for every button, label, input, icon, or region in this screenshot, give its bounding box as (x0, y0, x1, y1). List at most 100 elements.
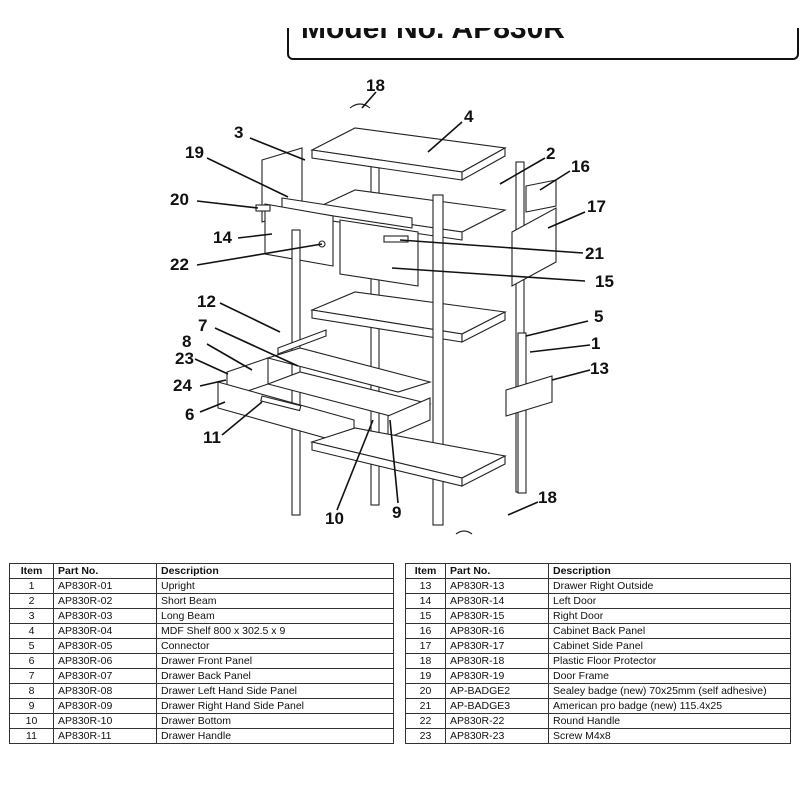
cell-description: Long Beam (156, 608, 394, 624)
cell-part-no: AP830R-07 (53, 668, 157, 684)
drawer-runner-left (277, 329, 327, 355)
cell-item: 15 (405, 608, 446, 624)
callout-10: 10 (325, 509, 344, 528)
badge-sealey (255, 204, 271, 212)
callout-21: 21 (585, 244, 604, 263)
callout-9: 9 (392, 503, 401, 522)
header-item: Item (405, 563, 446, 579)
callout-20: 20 (170, 190, 189, 209)
cell-description: American pro badge (new) 115.4x25 (548, 698, 791, 714)
cell-description: Connector (156, 638, 394, 654)
cell-item: 18 (405, 653, 446, 669)
table-header-row: Item Part No. Description (9, 563, 394, 579)
cell-item: 6 (9, 653, 54, 669)
cell-item: 8 (9, 683, 54, 699)
cell-description: Right Door (548, 608, 791, 624)
cell-description: MDF Shelf 800 x 302.5 x 9 (156, 623, 394, 639)
cell-item: 16 (405, 623, 446, 639)
page-bottom-margin (0, 756, 800, 800)
callout-8: 8 (182, 332, 191, 351)
cell-item: 1 (9, 578, 54, 594)
cabinet-back-panel-right (525, 179, 557, 213)
callout-12: 12 (197, 292, 216, 311)
cell-part-no: AP830R-08 (53, 683, 157, 699)
header-item: Item (9, 563, 54, 579)
callout-11: 11 (203, 428, 221, 447)
cell-description: Sealey badge (new) 70x25mm (self adhesiv… (548, 683, 791, 699)
callout-24: 24 (173, 376, 192, 395)
cell-description: Drawer Bottom (156, 713, 394, 729)
cell-part-no: AP830R-05 (53, 638, 157, 654)
cell-item: 21 (405, 698, 446, 714)
cell-description: Left Door (548, 593, 791, 609)
cell-description: Drawer Back Panel (156, 668, 394, 684)
callout-16: 16 (571, 157, 590, 176)
cell-description: Cabinet Back Panel (548, 623, 791, 639)
callout-14: 14 (213, 228, 232, 247)
drawer-handle (260, 395, 302, 412)
upright-front-center (432, 194, 444, 526)
callout-3: 3 (234, 123, 243, 142)
cell-item: 11 (9, 728, 54, 744)
callout-23: 23 (175, 349, 194, 368)
header-part-no: Part No. (445, 563, 549, 579)
cell-description: Round Handle (548, 713, 791, 729)
badge-american-pro (383, 235, 409, 243)
cell-item: 4 (9, 623, 54, 639)
cell-part-no: AP-BADGE3 (445, 698, 549, 714)
model-title: Model No. AP830R (301, 28, 565, 45)
callout-22: 22 (170, 255, 189, 274)
cell-item: 7 (9, 668, 54, 684)
table-header-row: Item Part No. Description (405, 563, 791, 579)
cell-part-no: AP830R-18 (445, 653, 549, 669)
cell-item: 20 (405, 683, 446, 699)
cell-description: Drawer Handle (156, 728, 394, 744)
cell-part-no: AP830R-15 (445, 608, 549, 624)
callout-6: 6 (185, 405, 194, 424)
cell-part-no: AP830R-19 (445, 668, 549, 684)
cell-item: 3 (9, 608, 54, 624)
cell-item: 14 (405, 593, 446, 609)
cell-part-no: AP830R-02 (53, 593, 157, 609)
floor-protector-top (349, 103, 371, 109)
cell-item: 13 (405, 578, 446, 594)
callout-2: 2 (546, 144, 555, 163)
cell-part-no: AP830R-01 (53, 578, 157, 594)
cell-part-no: AP830R-22 (445, 713, 549, 729)
cell-description: Door Frame (548, 668, 791, 684)
cell-description: Upright (156, 578, 394, 594)
cell-part-no: AP830R-17 (445, 638, 549, 654)
callout-19: 19 (185, 143, 204, 162)
cell-description: Plastic Floor Protector (548, 653, 791, 669)
callout-15: 15 (595, 272, 614, 291)
exploded-diagram: 18 4 3 2 16 19 17 20 14 21 22 15 12 5 7 … (170, 76, 614, 535)
cell-description: Drawer Front Panel (156, 653, 394, 669)
cell-part-no: AP830R-06 (53, 653, 157, 669)
callout-5: 5 (594, 307, 603, 326)
cell-description: Short Beam (156, 593, 394, 609)
cell-item: 2 (9, 593, 54, 609)
cell-item: 23 (405, 728, 446, 744)
header-description: Description (156, 563, 394, 579)
cell-item: 5 (9, 638, 54, 654)
cell-description: Drawer Right Outside (548, 578, 791, 594)
callout-18-top: 18 (366, 76, 385, 95)
cell-part-no: AP830R-23 (445, 728, 549, 744)
